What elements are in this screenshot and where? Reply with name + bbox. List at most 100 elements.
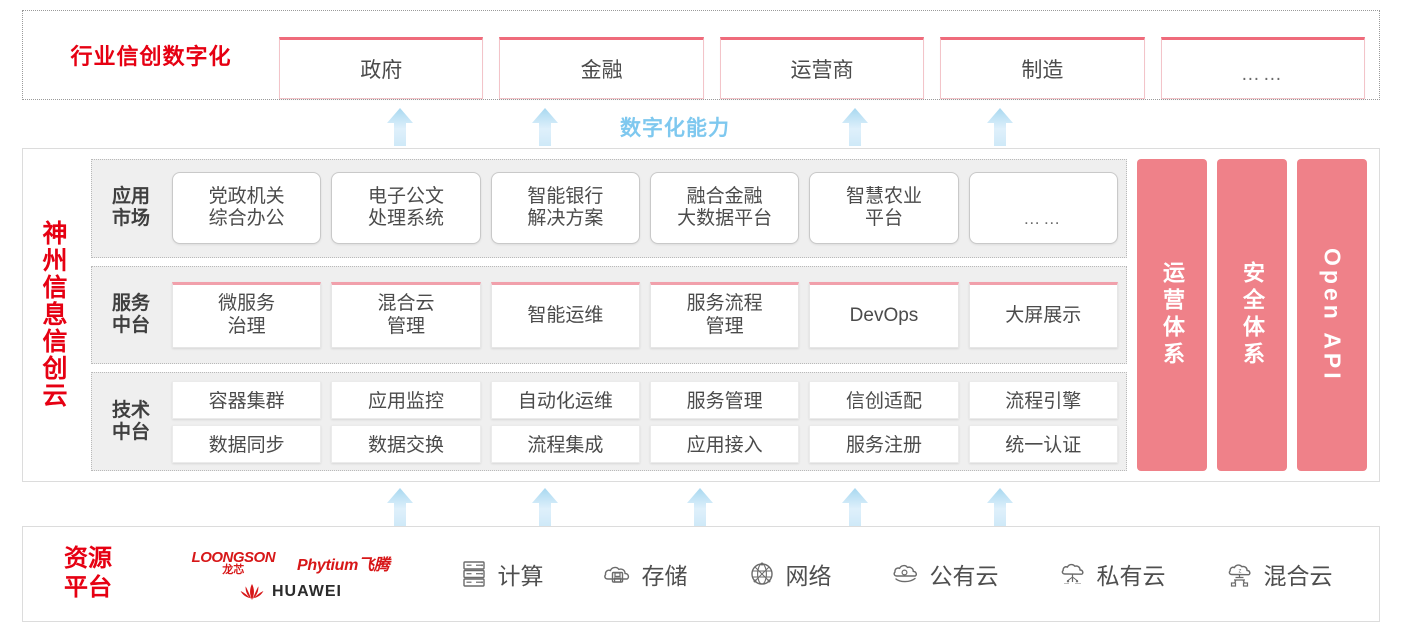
layer-label-tech-platform: 技术 中台	[100, 400, 162, 444]
side-bar-open-api[interactable]: Open API	[1297, 159, 1367, 471]
phytium-logo: Phytium飞腾	[297, 556, 390, 574]
side-bar-security-system[interactable]: 安全体系	[1217, 159, 1287, 471]
card-line: 平台	[864, 208, 903, 230]
layer-label-line: 市场	[111, 208, 150, 230]
app-card-government-office[interactable]: 党政机关 综合办公	[172, 172, 322, 245]
app-card-edoc-system[interactable]: 电子公文 处理系统	[331, 172, 481, 245]
loongson-logo-text-cn: 龙芯	[222, 563, 245, 576]
cloud-storage-icon	[603, 566, 629, 583]
vendor-logo-group: LOONGSON 龙芯 Phytium飞腾 HUAWEI	[153, 548, 428, 601]
network-globe-icon	[750, 562, 773, 585]
service-card-intelligent-ops[interactable]: 智能运维	[490, 282, 640, 348]
tech-card-unified-auth[interactable]: 统一认证	[968, 424, 1118, 463]
tech-card-xinchuang-adapt[interactable]: 信创适配	[809, 380, 959, 419]
side-bar-operations-system[interactable]: 运营体系	[1137, 159, 1207, 471]
layer-service-platform: 服务 中台 微服务 治理 混合云 管	[91, 265, 1127, 365]
resource-item-list: 计算 存储 网络	[428, 557, 1379, 591]
cloud-title-char: 息	[42, 300, 68, 329]
resource-item-label: 公有云	[929, 563, 999, 589]
industry-card-manufacturing[interactable]: 制造	[940, 37, 1145, 99]
industry-card-government[interactable]: 政府	[279, 37, 484, 99]
up-arrow-icon	[983, 486, 1017, 526]
cloud-vertical-title: 神 州 信 息 信 创 云	[23, 149, 87, 481]
card-line: 微服务	[218, 293, 276, 315]
tech-platform-grid: 容器集群 应用监控 自动化运维 服务管理 信创适配 流程引擎 数据同步 数据交换…	[172, 380, 1118, 463]
vendor-logo-row: LOONGSON 龙芯 Phytium飞腾	[192, 550, 390, 576]
side-bar-label: 运营体系	[1160, 261, 1185, 369]
tech-card-process-engine[interactable]: 流程引擎	[968, 380, 1118, 419]
tech-card-app-monitoring[interactable]: 应用监控	[331, 380, 481, 419]
industry-band: 行业信创数字化 政府 金融 运营商 制造 ……	[22, 10, 1380, 100]
huawei-logo-text: HUAWEI	[272, 582, 342, 600]
service-card-devops[interactable]: DevOps	[809, 282, 959, 348]
cloud-title-char: 州	[42, 246, 68, 275]
side-bar-label: Open API	[1319, 247, 1346, 383]
layer-label-line: 应用	[111, 186, 150, 208]
app-card-finance-bigdata[interactable]: 融合金融 大数据平台	[649, 172, 800, 245]
layer-label-line: 服务	[111, 293, 150, 315]
card-line: 混合云	[377, 293, 435, 315]
tech-card-automated-ops[interactable]: 自动化运维	[490, 380, 640, 419]
resource-item-label: 私有云	[1096, 563, 1166, 589]
up-arrow-icon	[528, 106, 562, 146]
industry-card-more[interactable]: ……	[1160, 37, 1366, 99]
huawei-logo: HUAWEI	[239, 583, 342, 601]
resource-title-line: 资源	[64, 545, 112, 573]
card-line: 处理系统	[367, 208, 444, 230]
app-card-more[interactable]: ……	[968, 172, 1118, 245]
industry-card-telecom[interactable]: 运营商	[719, 37, 925, 99]
up-arrow-icon	[383, 486, 417, 526]
resource-item-network[interactable]: 网络	[745, 557, 832, 591]
cloud-inner: 应用 市场 党政机关 综合办公 电子公文	[87, 149, 1379, 481]
card-line: 党政机关	[208, 185, 285, 207]
tech-card-data-sync[interactable]: 数据同步	[172, 424, 322, 463]
layer-app-market: 应用 市场 党政机关 综合办公 电子公文	[91, 159, 1127, 258]
service-card-microservice-governance[interactable]: 微服务 治理	[172, 282, 322, 348]
resource-item-compute[interactable]: 计算	[457, 557, 544, 591]
resource-item-hybrid-cloud[interactable]: z 混合云	[1223, 557, 1333, 591]
resource-platform-title: 资源 平台	[23, 545, 153, 603]
layer-label-line: 中台	[111, 421, 150, 443]
loongson-logo: LOONGSON 龙芯	[192, 550, 276, 576]
resource-platform-band: 资源 平台 LOONGSON 龙芯 Phytium飞腾	[22, 526, 1380, 622]
tech-row: 数据同步 数据交换 流程集成 应用接入 服务注册 统一认证	[172, 424, 1118, 463]
app-card-smart-agriculture[interactable]: 智慧农业 平台	[809, 172, 959, 245]
cloud-title-char: 创	[42, 354, 68, 383]
tech-card-process-integration[interactable]: 流程集成	[490, 424, 640, 463]
resource-item-private-cloud[interactable]: 私有云	[1056, 557, 1166, 591]
card-line: 智能银行	[527, 185, 604, 207]
layer-label-line: 技术	[111, 399, 150, 421]
layer-label-app-market: 应用 市场	[100, 186, 162, 230]
up-arrow-icon	[528, 486, 562, 526]
tech-card-container-cluster[interactable]: 容器集群	[172, 380, 322, 419]
tech-card-data-exchange[interactable]: 数据交换	[331, 424, 481, 463]
tech-card-service-registry[interactable]: 服务注册	[809, 424, 959, 463]
tech-card-app-access[interactable]: 应用接入	[649, 424, 800, 463]
card-line: 大数据平台	[677, 208, 773, 230]
card-line: 治理	[227, 316, 266, 337]
service-card-service-process-mgmt[interactable]: 服务流程 管理	[649, 282, 800, 348]
industry-band-title: 行业信创数字化	[70, 44, 232, 69]
huawei-petal-icon	[240, 583, 264, 600]
resource-item-public-cloud[interactable]: 公有云	[889, 557, 999, 591]
card-line: 综合办公	[208, 208, 285, 230]
side-bar-label: 安全体系	[1240, 261, 1265, 369]
card-line: 智慧农业	[845, 185, 922, 207]
xinchuang-cloud-container: 神 州 信 息 信 创 云 应用 市场 党政机关	[22, 148, 1380, 482]
resource-arrow-row	[0, 484, 1402, 526]
capability-label: 数字化能力	[620, 117, 730, 140]
card-line: 管理	[386, 316, 425, 337]
industry-card-finance[interactable]: 金融	[499, 37, 704, 99]
private-cloud-icon	[1061, 563, 1083, 584]
app-card-smart-bank[interactable]: 智能银行 解决方案	[490, 172, 640, 245]
up-arrow-icon	[983, 106, 1017, 146]
cloud-title-char: 信	[42, 273, 68, 302]
resource-item-storage[interactable]: 存储	[601, 557, 688, 591]
resource-item-label: 混合云	[1263, 563, 1333, 589]
card-line: 融合金融	[686, 185, 763, 207]
service-card-dashboard[interactable]: 大屏展示	[968, 282, 1118, 348]
cloud-side-bars: 运营体系 安全体系 Open API	[1137, 159, 1367, 471]
up-arrow-icon	[383, 106, 417, 146]
service-card-hybrid-cloud-mgmt[interactable]: 混合云 管理	[331, 282, 481, 348]
tech-card-service-mgmt[interactable]: 服务管理	[649, 380, 800, 419]
